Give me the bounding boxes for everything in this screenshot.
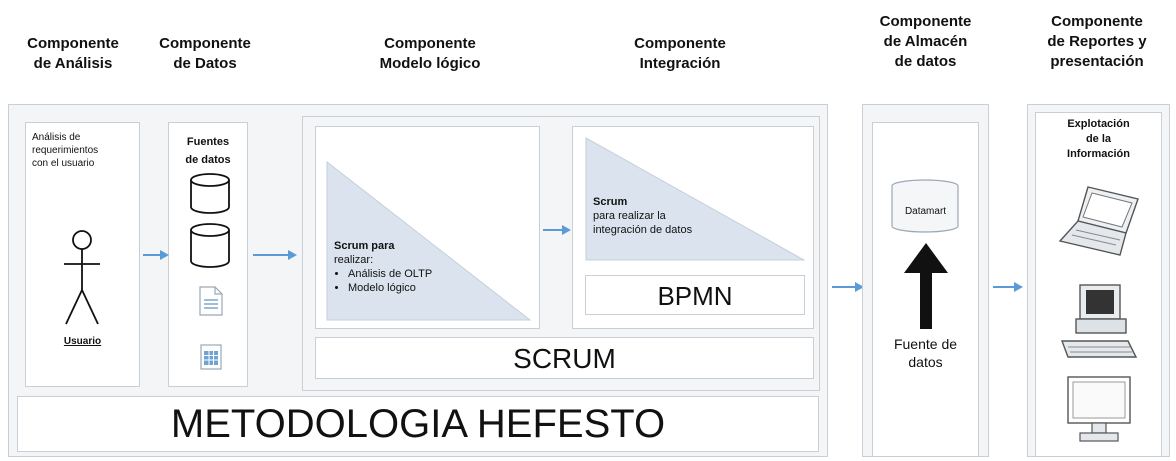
header-reportes: Componente de Reportes y presentación: [1047, 13, 1147, 70]
explotacion-title: Explotación de la Información: [1067, 118, 1130, 160]
bpmn-label: BPMN: [657, 281, 733, 311]
fuente-datos-label: Fuente de datos: [893, 336, 958, 370]
analisis-box: Análisis de requerimientos con el usuari…: [25, 122, 140, 387]
arrow-analisis-datos: [143, 250, 169, 260]
metodologia-label: METODOLOGIA HEFESTO: [170, 402, 666, 446]
bullet-oltp: Análisis de OLTP: [348, 267, 432, 281]
arrow-datos-modelo: [253, 250, 297, 260]
almacen-box: Datamart Fuente de datos: [872, 122, 979, 457]
database-icon: [190, 173, 230, 214]
scrum-label: SCRUM: [513, 343, 616, 374]
actor-label: Usuario: [63, 336, 102, 347]
bullet-modelo: Modelo lógico: [348, 281, 432, 295]
spreadsheet-icon: [200, 344, 222, 370]
header-analisis: Componente de Análisis: [27, 35, 119, 72]
document-icon: [199, 286, 223, 316]
laptop-icon: [1058, 186, 1139, 256]
integracion-box: Scrum para realizar la integración de da…: [572, 126, 814, 329]
arrow-modelo-integracion: [543, 225, 571, 235]
arrow-hefesto-almacen: [832, 282, 864, 292]
arrow-almacen-reportes: [993, 282, 1023, 292]
datamart-icon: [891, 179, 959, 233]
fuentes-datos-box: Fuentes de datos: [168, 122, 248, 387]
user-actor-icon: [64, 230, 100, 325]
modelo-triangle: [326, 161, 531, 321]
header-almacen: Componente de Almacén de datos: [879, 13, 972, 70]
modelo-text: Scrum para realizar: Análisis de OLTP Mo…: [334, 239, 432, 295]
bpmn-box: BPMN: [585, 275, 805, 315]
integracion-triangle: [585, 137, 805, 261]
metodologia-bar: METODOLOGIA HEFESTO: [17, 396, 819, 452]
reportes-box: Explotación de la Información: [1035, 112, 1162, 457]
header-datos: Componente de Datos: [159, 35, 251, 72]
scrum-bar: SCRUM: [315, 337, 814, 379]
desktop-computer-icon: [1060, 284, 1138, 358]
integracion-text: Scrum para realizar la integración de da…: [593, 196, 693, 236]
analisis-text: Análisis de requerimientos con el usuari…: [32, 132, 99, 169]
monitor-icon: [1067, 376, 1131, 442]
header-integracion: Componente Integración: [634, 35, 726, 72]
up-arrow-icon: [904, 243, 948, 329]
datamart-label: Datamart: [904, 206, 947, 217]
modelo-logico-box: Scrum para realizar: Análisis de OLTP Mo…: [315, 126, 540, 329]
database-icon: [190, 223, 230, 268]
header-modelo: Componente Modelo lógico: [379, 35, 481, 72]
fuentes-datos-title: Fuentes de datos: [185, 136, 231, 166]
